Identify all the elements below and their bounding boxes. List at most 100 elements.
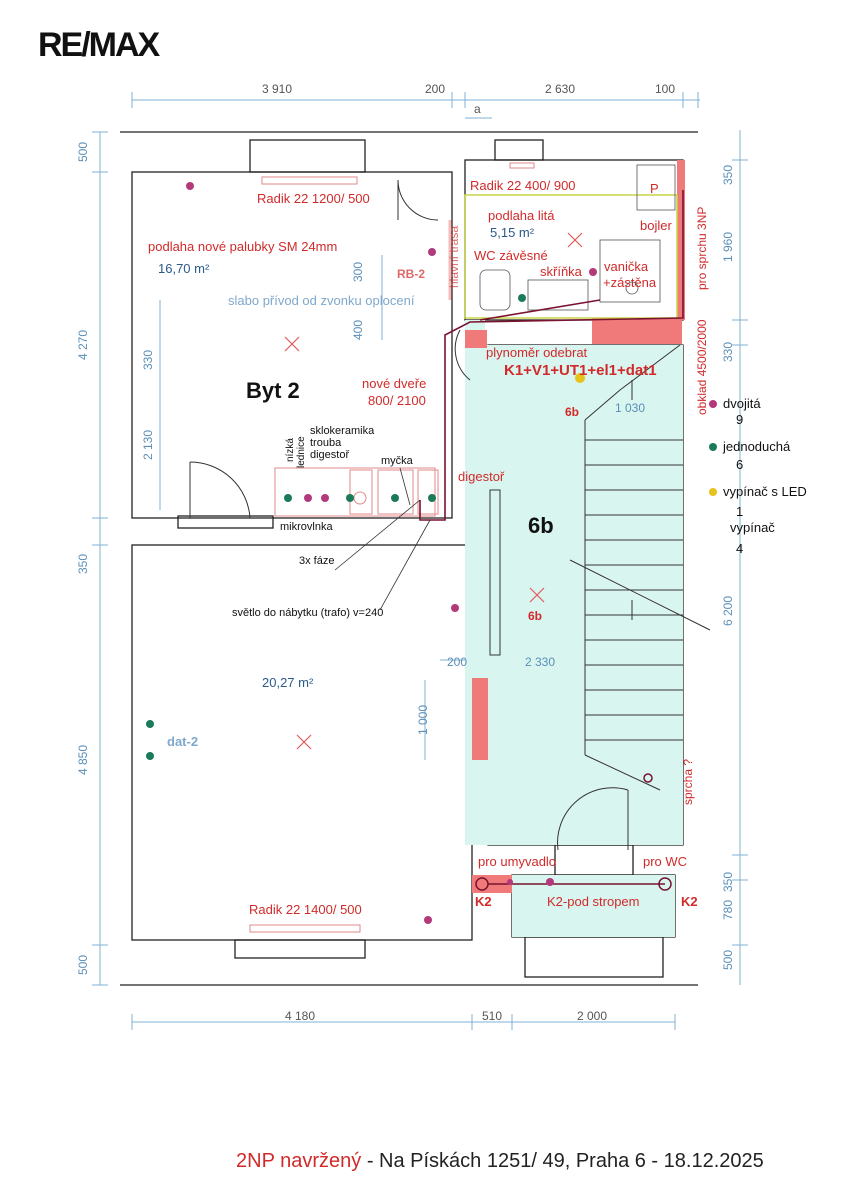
dim-right-6200: 6 200 — [721, 596, 735, 626]
stairs — [569, 344, 711, 791]
dim-bottom-4180: 4 180 — [285, 1009, 315, 1023]
pointer-lines — [334, 467, 431, 611]
pro-wc: pro WC — [643, 854, 687, 869]
dim-right-330: 330 — [721, 342, 735, 362]
floor-label: podlaha nové palubky SM 24mm — [148, 239, 337, 254]
red-walls — [465, 160, 685, 893]
dim-top-a: a — [474, 102, 481, 116]
floor-wc: podlaha litá — [488, 208, 555, 223]
legend-double-count: 9 — [736, 412, 743, 427]
dim-left-500-top: 500 — [76, 142, 90, 162]
dim-2330: 2 330 — [525, 655, 555, 669]
legend-switch-label: vypínač — [730, 520, 775, 535]
mikrovlnka: mikrovlnka — [280, 521, 333, 533]
dim-bottom-2000: 2 000 — [577, 1009, 607, 1023]
sklokeramika: sklokeramika — [310, 425, 375, 437]
dim-left-500-bottom: 500 — [76, 955, 90, 975]
dim-top-2630: 2 630 — [545, 82, 575, 96]
remax-logo: RE/MAX — [38, 26, 160, 64]
footer-rest: - Na Pískách 1251/ 49, Praha 6 - 18.12.2… — [361, 1150, 764, 1172]
room-label-byt2: Byt 2 — [246, 378, 300, 403]
trouba: trouba — [310, 437, 342, 449]
sprcha-marker — [643, 773, 653, 783]
dim-bottom-510: 510 — [482, 1009, 502, 1023]
kitchen — [274, 467, 439, 517]
light-fixtures — [284, 232, 583, 750]
six-b-small-2: 6b — [528, 609, 542, 623]
svetlo: světlo do nábytku (trafo) v=240 — [232, 607, 383, 619]
dimension-lines — [92, 92, 748, 1030]
dim-left-4850: 4 850 — [76, 745, 90, 775]
plynomer: plynoměr odebrat — [486, 345, 588, 360]
digestor: digestoř — [310, 449, 349, 461]
digestor-red: digestoř — [458, 469, 505, 484]
rb2-label: RB-2 — [397, 267, 425, 281]
switch-led — [575, 373, 585, 383]
wc-fixtures — [479, 164, 676, 311]
dim-300: 300 — [351, 262, 365, 282]
zastena: +zástěna — [603, 275, 657, 290]
skrinka: skříňka — [540, 264, 583, 279]
nove-dvere: nové dveře — [362, 376, 426, 391]
dim-top-100: 100 — [655, 82, 675, 96]
pro-umyvadlo: pro umyvadlo — [478, 854, 556, 869]
lednice: lednice — [296, 436, 307, 468]
dim-right-350b: 350 — [721, 872, 735, 892]
nove-dvere-dim: 800/ 2100 — [368, 393, 426, 408]
routes — [419, 190, 684, 885]
dim-1000: 1 000 — [416, 705, 430, 735]
legend-dot-double — [709, 400, 717, 408]
legend-single-label: jednoduchá — [722, 439, 791, 454]
k2-left-outlet — [475, 877, 489, 891]
k2-pod: K2-pod stropem — [547, 894, 640, 909]
legend-dot-led — [709, 488, 717, 496]
sockets-double — [186, 182, 597, 924]
obklad: obklad 4500/2000 — [695, 319, 709, 415]
dim-1030: 1 030 — [615, 401, 645, 415]
legend-switch-count: 4 — [736, 541, 743, 556]
vanicka: vanička — [604, 259, 649, 274]
legend-led-label: vypínač s LED — [723, 484, 807, 499]
wc-zone-outline — [464, 194, 678, 319]
legend-single-count: 6 — [736, 457, 743, 472]
k2-left: K2 — [475, 894, 492, 909]
dim-left-350: 350 — [76, 554, 90, 574]
dim-400: 400 — [351, 320, 365, 340]
hall-area — [465, 345, 683, 845]
area-1: 16,70 m² — [158, 261, 210, 276]
mycka: myčka — [381, 455, 414, 467]
footer-caption: 2NP navržený - Na Pískách 1251/ 49, Prah… — [236, 1150, 764, 1173]
legend-double-label: dvojitá — [723, 396, 761, 411]
legend-led-count: 1 — [736, 504, 743, 519]
dim-right-1960: 1 960 — [721, 232, 735, 262]
footer-title: 2NP navržený — [236, 1150, 362, 1172]
dim-right-350: 350 — [721, 165, 735, 185]
dim-top-200: 200 — [425, 82, 445, 96]
slabo-label: slabo přívod od zvonku oplocení — [228, 293, 415, 308]
wc-label: WC závěsné — [474, 248, 548, 263]
sockets-single — [146, 294, 526, 760]
dim-left-4270: 4 270 — [76, 330, 90, 360]
radik-2: Radik 22 400/ 900 — [470, 178, 576, 193]
radik-3: Radik 22 1400/ 500 — [249, 902, 362, 917]
k2-right: K2 — [681, 894, 698, 909]
dat2: dat-2 — [167, 734, 198, 749]
hlavni-trasa: hlavní trasa — [447, 226, 461, 288]
doors — [189, 179, 629, 851]
hall-lower — [512, 875, 675, 937]
area-wc: 5,15 m² — [490, 225, 535, 240]
faze: 3x fáze — [299, 555, 334, 567]
radiators — [249, 162, 535, 933]
p-label: P — [650, 181, 659, 196]
k2-right-outlet — [658, 877, 672, 891]
legend-dot-single — [709, 443, 717, 451]
radik-1: Radik 22 1200/ 500 — [257, 191, 370, 206]
six-b-small-1: 6b — [565, 405, 579, 419]
room-label-6b: 6b — [528, 513, 554, 538]
dim-inner-2130: 2 130 — [141, 430, 155, 460]
k1-label: K1+V1+UT1+el1+dat1 — [504, 362, 657, 379]
dim-inner-330: 330 — [141, 350, 155, 370]
sprcha: sprcha ? — [681, 759, 695, 805]
area-2: 20,27 m² — [262, 675, 314, 690]
